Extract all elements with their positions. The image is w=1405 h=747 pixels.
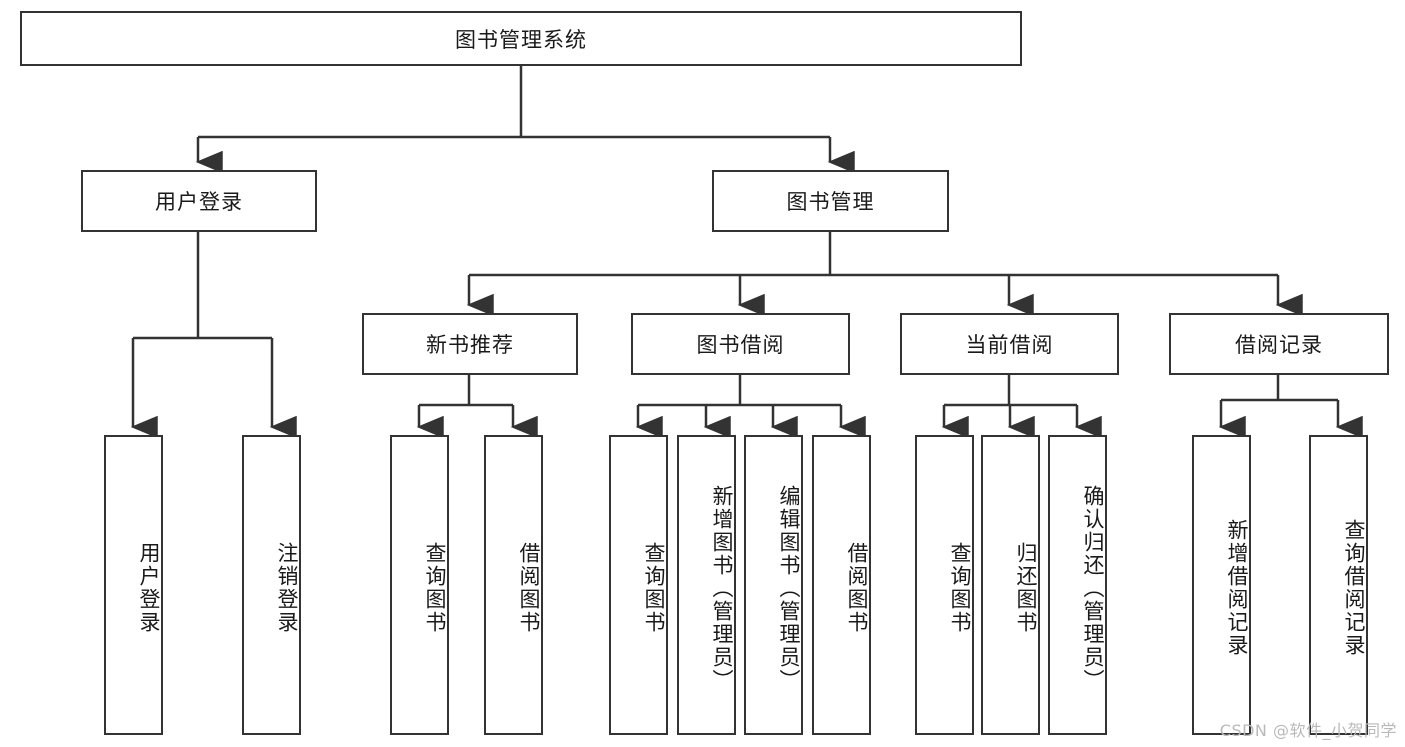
node-current-borrow[interactable]: 当前借阅 bbox=[900, 313, 1119, 375]
leaf-nbr-borrow-book[interactable]: 借阅图书 bbox=[484, 435, 543, 735]
node-new-book-recommend[interactable]: 新书推荐 bbox=[362, 313, 578, 375]
leaf-bb-edit-book[interactable]: 编辑图书（管理员） bbox=[744, 435, 803, 735]
leaf-label: 新增图书（管理员） bbox=[710, 484, 734, 692]
leaf-label: 新增借阅记录 bbox=[1225, 519, 1249, 657]
leaf-cb-query-book[interactable]: 查询图书 bbox=[915, 435, 974, 735]
leaf-label: 借阅图书 bbox=[517, 542, 541, 634]
leaf-label: 归还图书 bbox=[1014, 542, 1038, 634]
leaf-br-query-record[interactable]: 查询借阅记录 bbox=[1309, 435, 1368, 735]
leaf-label: 查询借阅记录 bbox=[1342, 519, 1366, 657]
leaf-cb-return-book[interactable]: 归还图书 bbox=[981, 435, 1040, 735]
leaf-label: 编辑图书（管理员） bbox=[777, 484, 801, 692]
leaf-label: 用户登录 bbox=[137, 542, 161, 634]
leaf-label: 查询图书 bbox=[423, 542, 447, 634]
leaf-br-add-record[interactable]: 新增借阅记录 bbox=[1192, 435, 1251, 735]
leaf-cb-confirm-return[interactable]: 确认归还（管理员） bbox=[1048, 435, 1107, 735]
leaf-label: 确认归还（管理员） bbox=[1081, 484, 1105, 692]
leaf-label: 注销登录 bbox=[275, 542, 299, 634]
node-root[interactable]: 图书管理系统 bbox=[20, 11, 1022, 66]
leaf-user-login[interactable]: 用户登录 bbox=[104, 435, 163, 735]
leaf-bb-borrow-book[interactable]: 借阅图书 bbox=[812, 435, 871, 735]
leaf-user-logout[interactable]: 注销登录 bbox=[242, 435, 301, 735]
node-book-borrow[interactable]: 图书借阅 bbox=[631, 313, 850, 375]
leaf-bb-add-book[interactable]: 新增图书（管理员） bbox=[677, 435, 736, 735]
leaf-label: 查询图书 bbox=[948, 542, 972, 634]
leaf-bb-query-book[interactable]: 查询图书 bbox=[609, 435, 668, 735]
node-book-manage[interactable]: 图书管理 bbox=[712, 170, 949, 232]
csdn-watermark: CSDN @软件_小贺同学 bbox=[1219, 721, 1397, 740]
leaf-label: 借阅图书 bbox=[845, 542, 869, 634]
leaf-label: 查询图书 bbox=[642, 542, 666, 634]
node-borrow-record[interactable]: 借阅记录 bbox=[1169, 313, 1389, 375]
node-user-login[interactable]: 用户登录 bbox=[81, 170, 317, 232]
leaf-nbr-query-book[interactable]: 查询图书 bbox=[390, 435, 449, 735]
